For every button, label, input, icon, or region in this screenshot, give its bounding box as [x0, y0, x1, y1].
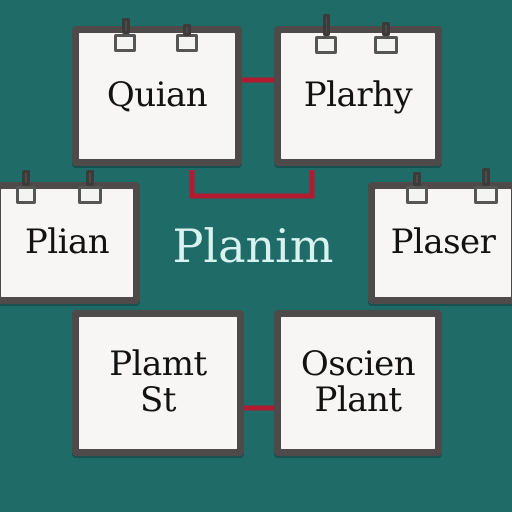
- card-label: Plarhy: [304, 78, 412, 114]
- binder-clip-icon: [22, 170, 30, 186]
- binder-clip-icon: [406, 186, 428, 204]
- binder-clip-icon: [86, 170, 94, 186]
- binder-clip-icon: [78, 186, 102, 204]
- card-label: Oscien Plant: [301, 347, 415, 418]
- binder-clip-icon: [474, 186, 498, 204]
- connector-center-bracket: [192, 170, 312, 196]
- binder-clip-icon: [183, 24, 191, 36]
- binder-clip-icon: [413, 172, 421, 186]
- card-label: Plian: [25, 225, 109, 261]
- binder-clip-icon: [374, 36, 398, 54]
- binder-clip-icon: [122, 18, 130, 34]
- card-top-left[interactable]: Quian: [72, 26, 242, 166]
- binder-clip-icon: [323, 14, 330, 36]
- binder-clip-icon: [114, 34, 136, 52]
- card-label: Plamt St: [109, 347, 206, 418]
- binder-clip-icon: [16, 186, 36, 204]
- binder-clip-icon: [176, 34, 198, 52]
- binder-clip-icon: [382, 22, 390, 36]
- binder-clip-icon: [482, 168, 490, 186]
- card-bottom-right[interactable]: Oscien Plant: [274, 310, 442, 456]
- card-top-right[interactable]: Plarhy: [274, 26, 442, 166]
- binder-clip-icon: [315, 36, 337, 54]
- card-bottom-left[interactable]: Plamt St: [72, 310, 244, 456]
- card-label: Plaser: [391, 225, 496, 261]
- card-label: Quian: [107, 78, 207, 114]
- center-title: Planim: [158, 216, 348, 276]
